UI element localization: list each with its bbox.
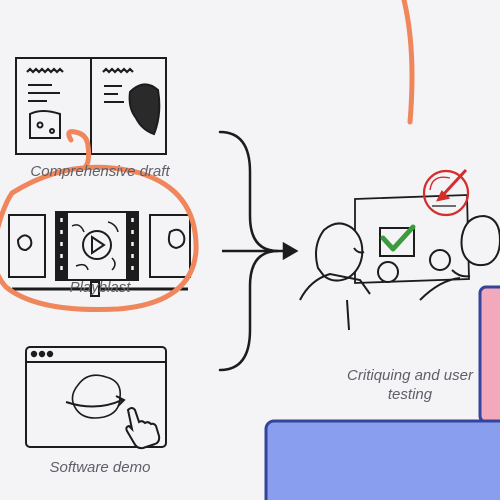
arrow-right-icon — [222, 241, 299, 261]
caption-playblast: Playblast — [69, 279, 131, 296]
foreground-blocks — [264, 285, 500, 500]
annotation-strokes — [0, 0, 415, 312]
person-icon — [299, 222, 399, 331]
caption-critiquing: Critiquing and user testing — [347, 367, 473, 403]
whiteboard — [354, 194, 470, 284]
caption-comprehensive-draft: Comprehensive draft — [30, 163, 170, 180]
doc-sketch-icon — [15, 57, 167, 155]
film-strip-icon — [8, 211, 191, 297]
play-icon[interactable] — [82, 230, 112, 260]
person-icon — [419, 214, 500, 301]
target-icon — [422, 168, 470, 217]
browser-window-icon — [25, 346, 167, 448]
hand-pointer-icon — [125, 407, 161, 450]
caption-software-demo: Software demo — [49, 459, 151, 476]
checkmark-icon — [379, 224, 416, 257]
